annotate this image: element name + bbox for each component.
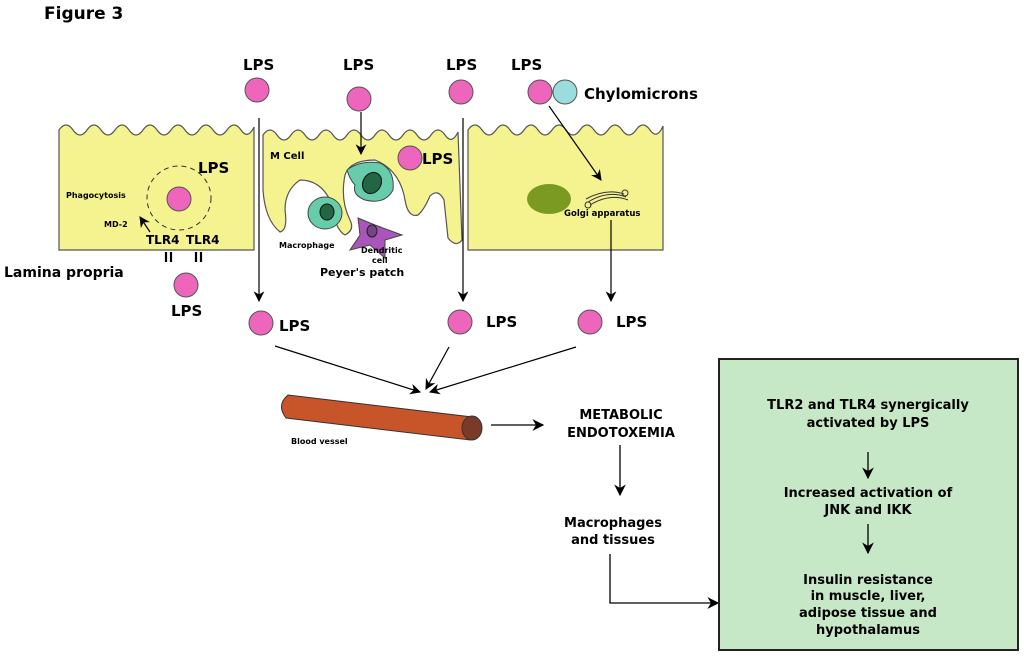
- md2-label: MD-2: [104, 220, 128, 229]
- macrophage-label: Macrophage: [279, 241, 335, 250]
- golgi-label: Golgi apparatus: [564, 209, 640, 219]
- m-cell-label: M Cell: [270, 151, 304, 162]
- lps-label: LPS: [243, 56, 274, 74]
- enterocyte-left: [58, 124, 255, 251]
- lamina-propria-label: Lamina propria: [4, 265, 124, 281]
- outcome-step-2: Increased activation of: [784, 486, 953, 501]
- lps-particle: [166, 186, 192, 212]
- blood-vessel: [281, 394, 473, 441]
- lps-label: LPS: [198, 159, 229, 177]
- golgi-apparatus-icon: [584, 189, 629, 209]
- phagosome-membrane: [146, 165, 212, 231]
- lps-particle: [448, 79, 474, 105]
- lps-label: LPS: [616, 313, 647, 331]
- lps-label: LPS: [511, 56, 542, 74]
- tlr4-receptor-icons: [164, 252, 203, 262]
- lps-label: LPS: [343, 56, 374, 74]
- blood-vessel-end: [461, 415, 483, 441]
- transport-arrow: [548, 105, 602, 181]
- lps-label: LPS: [446, 56, 477, 74]
- dendritic-cell: [348, 217, 404, 260]
- outcome-step-3: in muscle, liver,: [811, 589, 926, 604]
- tlr4-label-1: TLR4: [146, 233, 179, 247]
- md2-arrow: [139, 216, 151, 233]
- tlr4-label-2: TLR4: [186, 233, 219, 247]
- lps-label: LPS: [422, 150, 453, 168]
- macrophage-nucleus: [319, 203, 335, 221]
- lps-label: LPS: [486, 313, 517, 331]
- nucleus: [527, 184, 571, 214]
- lps-particle: [397, 145, 423, 171]
- chylomicron-particle: [552, 79, 578, 105]
- macrophages-tissues-label: and tissues: [571, 533, 655, 548]
- lps-particle: [173, 272, 199, 298]
- outcome-step-3: Insulin resistance: [803, 573, 933, 588]
- endotoxemia-label: METABOLIC: [579, 408, 662, 423]
- figure-title: Figure 3: [44, 4, 123, 24]
- lps-particle: [244, 77, 270, 103]
- phagocytosis-label: Phagocytosis: [66, 191, 126, 200]
- endotoxemia-label: ENDOTOXEMIA: [567, 426, 675, 441]
- outcome-step-1: TLR2 and TLR4 synergically: [767, 398, 969, 413]
- outcome-step-2: JNK and IKK: [823, 503, 912, 518]
- lps-particle: [248, 310, 274, 336]
- lps-particle: [447, 309, 473, 335]
- convergence-arrow: [425, 346, 450, 390]
- lps-label: LPS: [279, 317, 310, 335]
- lps-label: LPS: [171, 302, 202, 320]
- outcome-step-3: hypothalamus: [816, 623, 920, 638]
- macrophages-tissues-label: Macrophages: [564, 516, 662, 531]
- lps-particle: [346, 86, 372, 112]
- lps-particle: [527, 79, 553, 105]
- dendritic-cell-label: Dendritic: [361, 246, 403, 255]
- flow-arrow: [609, 554, 720, 609]
- dendritic-cell-label: cell: [372, 256, 388, 265]
- peyers-patch-label: Peyer's patch: [320, 266, 404, 279]
- enterocyte-right: [467, 124, 664, 251]
- convergence-arrow: [428, 346, 577, 395]
- outcome-step-3: adipose tissue and: [799, 606, 937, 621]
- macrophage-nucleus: [361, 171, 383, 195]
- convergence-arrow: [274, 345, 422, 395]
- chylomicrons-label: Chylomicrons: [584, 85, 698, 103]
- outcome-step-1: activated by LPS: [807, 416, 930, 431]
- blood-vessel-label: Blood vessel: [291, 437, 348, 446]
- outcome-box: [718, 358, 1019, 651]
- dendritic-nucleus: [366, 224, 378, 238]
- lps-particle: [577, 309, 603, 335]
